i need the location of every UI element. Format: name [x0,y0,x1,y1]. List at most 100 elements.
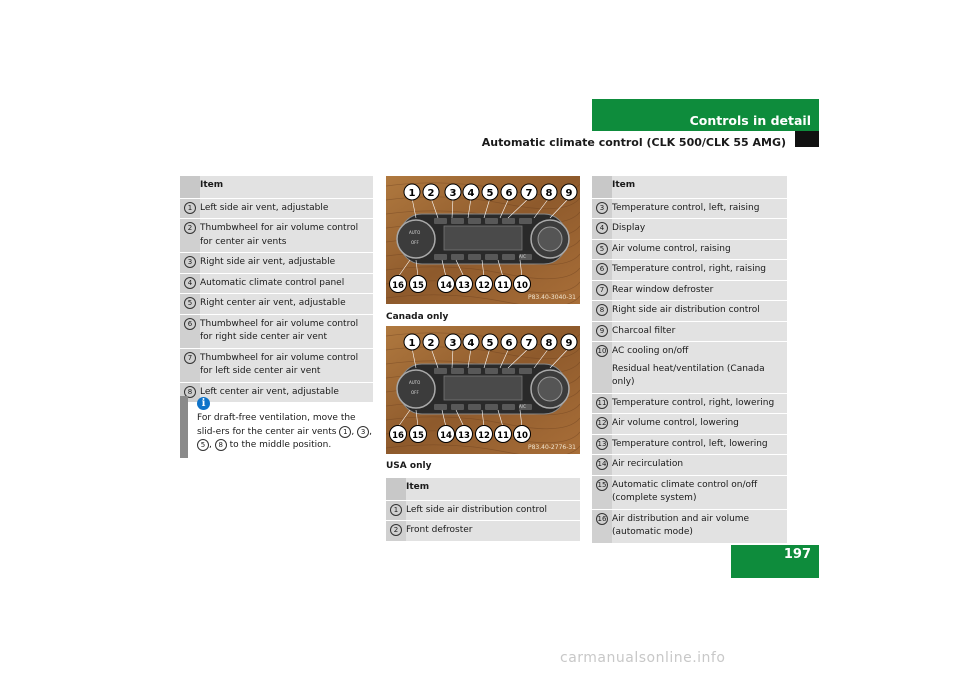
callout-marker [520,333,538,351]
callout-marker [481,183,499,201]
callout-label: 9 [566,188,573,199]
figure-code: P83.40-2776-31 [527,444,576,451]
callout-label: 16 [392,281,404,291]
callout-marker [520,183,538,201]
info-bar [180,396,188,458]
callout-label: 12 [478,281,490,291]
callout-label: 12 [478,431,490,441]
callout-label: 2 [428,338,435,349]
callout-label: 13 [458,431,470,441]
callout-marker [540,183,558,201]
callout-label: 15 [412,281,424,291]
callout-marker [462,333,480,351]
table-header: Item [200,176,373,199]
page-number: 197 [783,547,811,562]
callout-marker [513,425,531,443]
callout-marker [389,275,407,293]
callout-marker [500,183,518,201]
callout-label: 5 [487,188,494,199]
callout-marker [500,333,518,351]
callout-marker [475,425,493,443]
callout-marker [422,183,440,201]
callout-marker [462,183,480,201]
callout-marker [475,275,493,293]
callout-marker [409,425,427,443]
callout-marker [481,333,499,351]
callout-marker [403,333,421,351]
usa-label: USA only [386,461,432,471]
callout-label: 11 [497,281,509,291]
callout-label: 7 [526,338,533,349]
watermark: carmanualsonline.info [560,650,726,666]
callout-marker [455,275,473,293]
callout-label: 2 [428,188,435,199]
callout-marker [409,275,427,293]
header-bar: Controls in detail [592,99,819,131]
callout-label: 4 [468,188,475,199]
callout-label: 7 [526,188,533,199]
callout-marker [455,425,473,443]
table-header: Item [612,176,787,199]
callout-marker [560,183,578,201]
callout-label: 15 [412,431,424,441]
callout-label: 6 [506,338,513,349]
callout-label: 5 [487,338,494,349]
callout-marker [540,333,558,351]
svg-text:AUTO: AUTO [409,380,420,385]
svg-text:A/C: A/C [519,254,526,259]
callout-marker [494,275,512,293]
section-title: Automatic climate control (CLK 500/CLK 5… [481,136,786,149]
callout-marker [437,425,455,443]
callout-label: 3 [450,338,457,349]
callout-label: 11 [497,431,509,441]
callout-label: 10 [516,431,528,441]
callout-label: 13 [458,281,470,291]
callout-marker [444,333,462,351]
figure-code: P83.40-3040-31 [527,294,576,301]
svg-text:AUTO: AUTO [409,230,420,235]
callout-marker [560,333,578,351]
callout-label: 8 [546,188,553,199]
callout-label: 10 [516,281,528,291]
callout-label: 3 [450,188,457,199]
callout-label: 1 [409,188,416,199]
callout-marker [403,183,421,201]
callout-marker [389,425,407,443]
callout-label: 8 [546,338,553,349]
info-text: For draft-free ventilation, move the sli… [197,413,372,451]
callout-marker [444,183,462,201]
page-number-block: 197 [731,545,819,578]
canada-label: Canada only [386,312,449,322]
info-note: i For draft-free ventilation, move the s… [180,396,373,458]
svg-text:OFF: OFF [411,240,419,245]
callout-label: 6 [506,188,513,199]
svg-text:A/C: A/C [519,404,526,409]
callout-label: 16 [392,431,404,441]
callout-marker [437,275,455,293]
